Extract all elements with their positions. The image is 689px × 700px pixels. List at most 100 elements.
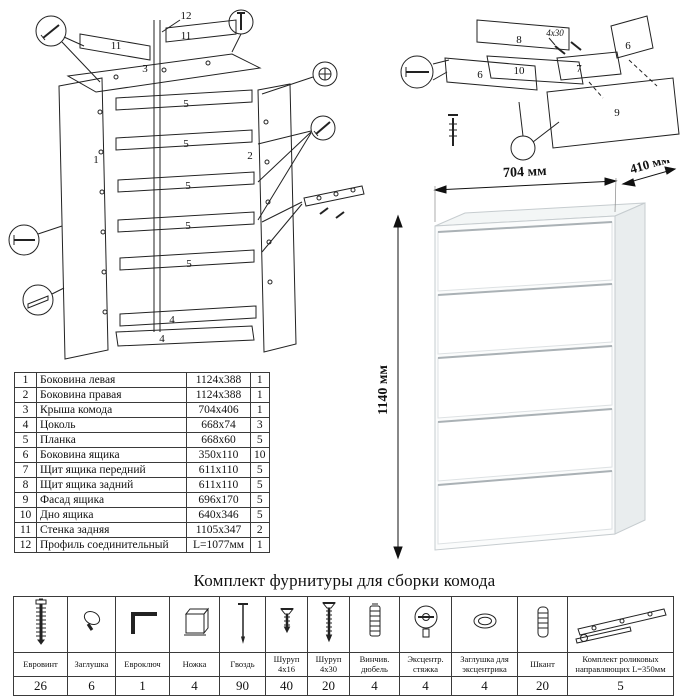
cam-lock-icon [414,605,437,638]
part-label-5e: 5 [186,258,192,270]
part-size: 1105х347 [186,522,251,538]
hardware-name: Винчив. дюбель [349,652,400,677]
part-label-11b: 11 [181,30,192,42]
hardware-name: Ножка [169,652,220,677]
part-label-2: 2 [247,150,253,162]
hardware-name: Эксцентр. стяжка [399,652,452,677]
hardware-name: Гвоздь [219,652,266,677]
dresser-drawers [437,221,613,545]
part-qty: 1 [250,537,270,553]
part-size: L=1077мм [186,537,251,553]
part-number: 10 [14,507,37,523]
part-name: Планка [36,432,187,448]
drawer-exploded-diagram: 8 4х30 6 6 10 7 9 [400,15,680,161]
hardware-icon-cell [265,596,308,653]
hardware-name: Евровинт [13,652,68,677]
leg-icon [183,607,209,636]
part-number: 6 [14,447,37,463]
part-qty: 10 [250,447,270,463]
part-qty: 5 [250,432,270,448]
short-screw-icon [279,608,294,634]
part-size: 668х60 [186,432,251,448]
part-qty: 5 [250,462,270,478]
part-name: Цоколь [36,417,187,433]
hardware-qty: 20 [517,676,568,696]
hardware-qty: 1 [115,676,170,696]
hardware-name: Шуруп 4х30 [307,652,350,677]
cam-cover-icon [473,613,496,629]
hardware-name: Комплект роликовых направляющих L=350мм [567,652,674,677]
hardware-qty: 5 [567,676,674,696]
part-number: 3 [14,402,37,418]
hardware-qty: 26 [13,676,68,696]
part-number: 2 [14,387,37,403]
long-screw-icon [321,602,336,643]
euro-screw-icon [35,598,46,645]
part-number: 5 [14,432,37,448]
part-name: Фасад ящика [36,492,187,508]
part-qty: 5 [250,492,270,508]
part-size: 704х406 [186,402,251,418]
part-name: Профиль соединительный [36,537,187,553]
part-qty: 3 [250,417,270,433]
hardware-qty: 90 [219,676,266,696]
hardware-icon-cell [567,596,674,653]
hardware-qty: 6 [67,676,116,696]
part-name: Боковина правая [36,387,187,403]
part-name: Боковина левая [36,372,187,388]
part-name: Щит ящика передний [36,462,187,478]
hardware-name: Заглушка [67,652,116,677]
hardware-qty-row: 26 6 1 4 90 40 20 4 4 4 20 5 [13,676,674,696]
part-label-5b: 5 [183,138,189,150]
part-size: 611х110 [186,477,251,493]
hardware-icon-cell [349,596,400,653]
part-label-5a: 5 [183,98,189,110]
wood-dowel-icon [537,606,548,638]
part-label-4b: 4 [159,333,165,345]
product-render: 1140 мм 704 мм 410 мм [376,160,677,560]
hardware-qty: 4 [169,676,220,696]
screw-size-label: 4х30 [546,28,564,38]
hardware-icon-cell [169,596,220,653]
part-name: Боковина ящика [36,447,187,463]
hardware-name: Шуруп 4х16 [265,652,308,677]
part-size: 1124х388 [186,387,251,403]
part-number: 12 [14,537,37,553]
part-size: 350х110 [186,447,251,463]
part-size: 1124х388 [186,372,251,388]
hardware-icon-cell [399,596,452,653]
roller-guide-icon [574,608,667,644]
part-label-5d: 5 [185,220,191,232]
hardware-qty: 4 [451,676,518,696]
part-label-8: 8 [516,34,522,46]
width-dimension-label: 704 мм [503,164,548,181]
part-label-7: 7 [576,63,582,75]
screw-dowel-icon [369,603,380,637]
hardware-icon-cell [13,596,68,653]
part-size: 611х110 [186,462,251,478]
part-qty: 2 [250,522,270,538]
hardware-name: Заглушка для эксцентрика [451,652,518,677]
nail-icon [237,603,248,644]
part-name: Крыша комода [36,402,187,418]
part-number: 7 [14,462,37,478]
part-name: Дно ящика [36,507,187,523]
hardware-icon-cell [451,596,518,653]
part-number: 11 [14,522,37,538]
part-label-1: 1 [93,154,99,166]
hex-key-icon [130,612,157,634]
width-dimension [433,177,618,222]
hardware-icon-cell [307,596,350,653]
part-label-6b: 6 [625,40,631,52]
part-qty: 5 [250,507,270,523]
